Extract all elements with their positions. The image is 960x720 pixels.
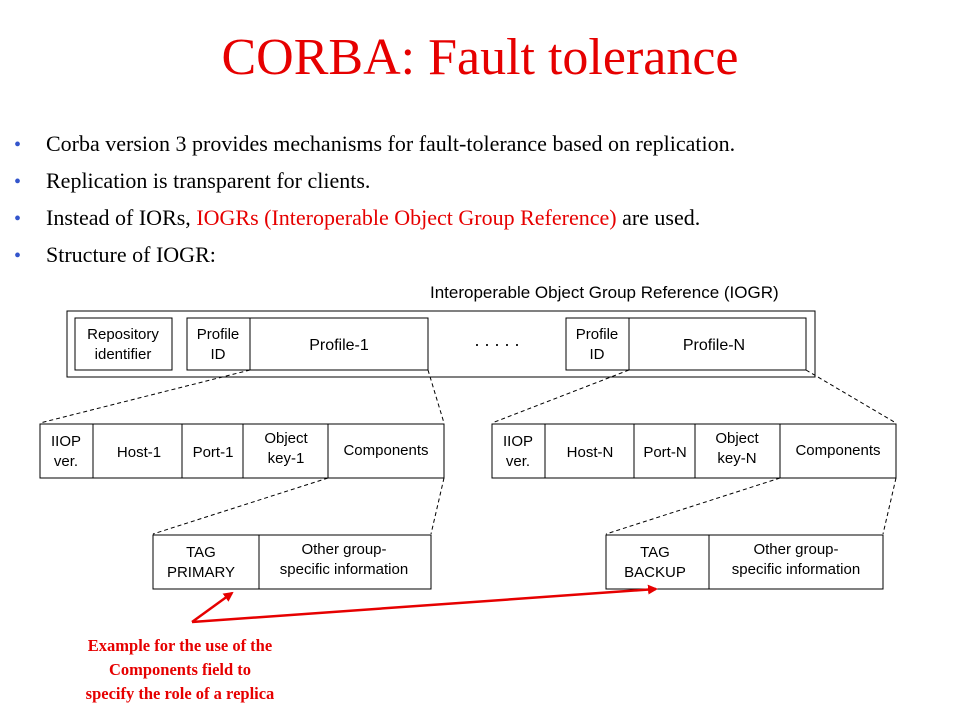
object-key-1-line2: key-1 — [268, 450, 305, 467]
bullet-item: • Instead of IORs, IOGRs (Interoperable O… — [14, 204, 735, 241]
profile-1-box — [186, 317, 429, 371]
bullet-highlight: IOGRs (Interoperable Object Group Refere… — [196, 205, 617, 230]
profile-ellipsis: . . . . . — [474, 330, 519, 350]
object-key-n-line2: key-N — [717, 450, 756, 467]
slide-title: CORBA: Fault tolerance — [221, 29, 739, 86]
expand-line — [805, 369, 897, 424]
profile-1-detail-box — [39, 423, 445, 479]
bullet-text: Corba version 3 provides mechanisms for … — [46, 131, 736, 156]
tag-primary-line1: TAG — [186, 544, 216, 561]
components-1-detail-box — [152, 534, 432, 590]
repository-identifier-box — [74, 317, 173, 371]
bullet-text-pre: Instead of IORs, — [46, 205, 197, 230]
group-info-n-line1: Other group- — [753, 541, 838, 558]
profile-id-1-line1: Profile — [197, 326, 240, 343]
profile-id-1-line2: ID — [211, 346, 226, 363]
example-note: Example for the use of the Components fi… — [30, 634, 330, 706]
arrow-to-primary — [191, 591, 234, 624]
bullet-item: • Replication is transparent for clients. — [14, 167, 735, 204]
expand-line — [430, 477, 445, 535]
object-key-1-line1: Object — [264, 430, 308, 447]
profile-n-label: Profile-N — [683, 337, 745, 354]
bullet-list: • Corba version 3 provides mechanisms for… — [14, 130, 735, 278]
repository-label-line2: identifier — [95, 346, 152, 363]
expand-line — [882, 477, 897, 535]
iogr-caption: Interoperable Object Group Reference (IO… — [430, 283, 779, 302]
iiop-ver-1-line2: ver. — [54, 453, 78, 470]
expand-line — [491, 369, 630, 424]
bullet-icon: • — [14, 245, 22, 267]
port-n-label: Port-N — [643, 444, 686, 461]
tag-backup-line2: BACKUP — [624, 564, 686, 581]
expand-line — [427, 369, 445, 424]
note-line: specify the role of a replica — [85, 684, 275, 703]
expand-line — [605, 477, 781, 535]
profile-n-detail-box — [491, 423, 897, 479]
bullet-icon: • — [14, 208, 22, 230]
components-n-label: Components — [795, 442, 880, 459]
bullet-icon: • — [14, 171, 22, 193]
bullet-text-post: are used. — [616, 205, 701, 230]
arrow-to-backup — [191, 584, 658, 624]
bullet-text: Structure of IOGR: — [46, 242, 216, 267]
port-1-label: Port-1 — [193, 444, 234, 461]
bullet-item: • Structure of IOGR: — [14, 241, 735, 278]
iogr-outer-box — [66, 310, 816, 378]
profile-n-box — [565, 317, 807, 371]
bullet-text: Replication is transparent for clients. — [46, 168, 371, 193]
expand-line — [39, 369, 251, 424]
tag-backup-line1: TAG — [640, 544, 670, 561]
profile-1-label: Profile-1 — [309, 337, 369, 354]
bullet-item: • Corba version 3 provides mechanisms for… — [14, 130, 735, 167]
object-key-n-line1: Object — [715, 430, 759, 447]
note-line: Example for the use of the — [87, 636, 273, 655]
tag-primary-line2: PRIMARY — [167, 564, 235, 581]
profile-id-n-line1: Profile — [576, 326, 619, 343]
group-info-n-line2: specific information — [732, 561, 860, 578]
components-n-detail-box — [605, 534, 884, 590]
expand-line — [152, 477, 329, 535]
note-line: Components field to — [108, 660, 252, 679]
host-n-label: Host-N — [567, 444, 614, 461]
profile-id-n-line2: ID — [590, 346, 605, 363]
host-1-label: Host-1 — [117, 444, 161, 461]
iiop-ver-1-line1: IIOP — [51, 433, 81, 450]
group-info-1-line1: Other group- — [301, 541, 386, 558]
iiop-ver-n-line2: ver. — [506, 453, 530, 470]
iiop-ver-n-line1: IIOP — [503, 433, 533, 450]
components-1-label: Components — [343, 442, 428, 459]
repository-label-line1: Repository — [87, 326, 159, 343]
bullet-icon: • — [14, 134, 22, 156]
group-info-1-line2: specific information — [280, 561, 408, 578]
